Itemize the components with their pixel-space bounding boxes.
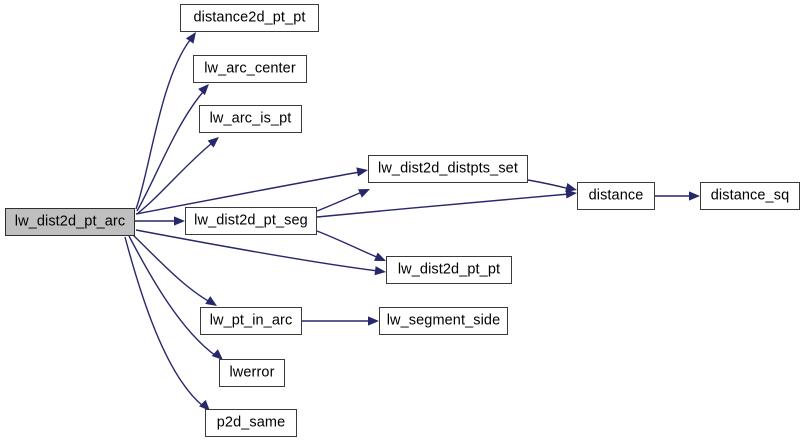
node-lw_dist2d_pt_seg[interactable]: lw_dist2d_pt_seg bbox=[185, 207, 317, 235]
arrowhead-lw_dist2d_pt_arc-to-lw_dist2d_distpts_set bbox=[356, 167, 368, 177]
edge-lw_dist2d_pt_arc-to-p2d_same bbox=[124, 236, 204, 407]
node-label-distance_sq: distance_sq bbox=[710, 187, 790, 204]
edge-lw_dist2d_pt_arc-to-lw_arc_center bbox=[136, 91, 204, 212]
edge-lw_dist2d_pt_seg-to-lw_dist2d_distpts_set bbox=[316, 191, 363, 212]
arrowhead-lw_dist2d_pt_arc-to-lw_arc_is_pt bbox=[207, 137, 219, 148]
node-lw_arc_center[interactable]: lw_arc_center bbox=[193, 55, 307, 83]
node-lwerror[interactable]: lwerror bbox=[219, 359, 285, 387]
node-lw_arc_is_pt[interactable]: lw_arc_is_pt bbox=[199, 105, 302, 133]
arrowhead-lw_dist2d_pt_seg-to-lw_dist2d_distpts_set bbox=[358, 189, 370, 198]
node-label-distance: distance bbox=[588, 187, 644, 204]
node-label-lw_segment_side: lw_segment_side bbox=[386, 312, 501, 329]
arrowhead-lw_dist2d_pt_seg-to-distance bbox=[565, 189, 577, 199]
edge-lw_dist2d_pt_arc-to-lw_dist2d_pt_pt bbox=[135, 229, 379, 272]
node-label-lw_dist2d_pt_seg: lw_dist2d_pt_seg bbox=[194, 212, 308, 229]
node-distance2d_pt_pt[interactable]: distance2d_pt_pt bbox=[180, 4, 319, 32]
edge-lw_dist2d_distpts_set-to-distance bbox=[527, 179, 571, 190]
node-label-lw_pt_in_arc: lw_pt_in_arc bbox=[209, 312, 293, 329]
node-label-lw_dist2d_pt_pt: lw_dist2d_pt_pt bbox=[397, 261, 501, 278]
node-lw_dist2d_pt_pt[interactable]: lw_dist2d_pt_pt bbox=[386, 256, 512, 284]
edge-lw_dist2d_pt_arc-to-lwerror bbox=[128, 235, 217, 357]
node-p2d_same[interactable]: p2d_same bbox=[205, 409, 297, 437]
node-label-lwerror: lwerror bbox=[229, 364, 275, 381]
node-label-lw_arc_center: lw_arc_center bbox=[204, 60, 296, 77]
node-lw_pt_in_arc[interactable]: lw_pt_in_arc bbox=[200, 307, 302, 335]
edge-lw_dist2d_pt_seg-to-distance bbox=[316, 193, 570, 218]
node-lw_dist2d_distpts_set[interactable]: lw_dist2d_distpts_set bbox=[368, 155, 528, 183]
node-lw_segment_side[interactable]: lw_segment_side bbox=[379, 307, 508, 335]
arrowhead-lw_pt_in_arc-to-lw_segment_side bbox=[368, 316, 379, 326]
edge-lw_dist2d_pt_arc-to-lw_pt_in_arc bbox=[132, 234, 211, 303]
edge-lw_dist2d_pt_seg-to-lw_dist2d_pt_pt bbox=[316, 230, 380, 259]
node-label-distance2d_pt_pt: distance2d_pt_pt bbox=[193, 9, 306, 26]
node-distance_sq[interactable]: distance_sq bbox=[700, 182, 800, 210]
edge-lw_dist2d_pt_arc-to-lw_arc_is_pt bbox=[137, 142, 213, 214]
node-label-lw_dist2d_pt_arc: lw_dist2d_pt_arc bbox=[14, 213, 126, 230]
edge-lw_dist2d_pt_arc-to-distance2d_pt_pt bbox=[135, 39, 191, 210]
node-label-lw_arc_is_pt: lw_arc_is_pt bbox=[209, 110, 292, 127]
node-lw_dist2d_pt_arc[interactable]: lw_dist2d_pt_arc bbox=[5, 208, 135, 236]
arrowhead-lw_dist2d_pt_arc-to-lw_arc_center bbox=[198, 84, 209, 96]
node-distance[interactable]: distance bbox=[577, 182, 655, 210]
node-label-p2d_same: p2d_same bbox=[216, 414, 286, 431]
arrowhead-lw_dist2d_pt_arc-to-lw_dist2d_pt_pt bbox=[374, 266, 386, 276]
arrowhead-lw_dist2d_pt_arc-to-lw_dist2d_pt_seg bbox=[174, 216, 185, 226]
node-label-lw_dist2d_distpts_set: lw_dist2d_distpts_set bbox=[378, 160, 518, 177]
arrowhead-distance-to-distance_sq bbox=[689, 191, 700, 201]
